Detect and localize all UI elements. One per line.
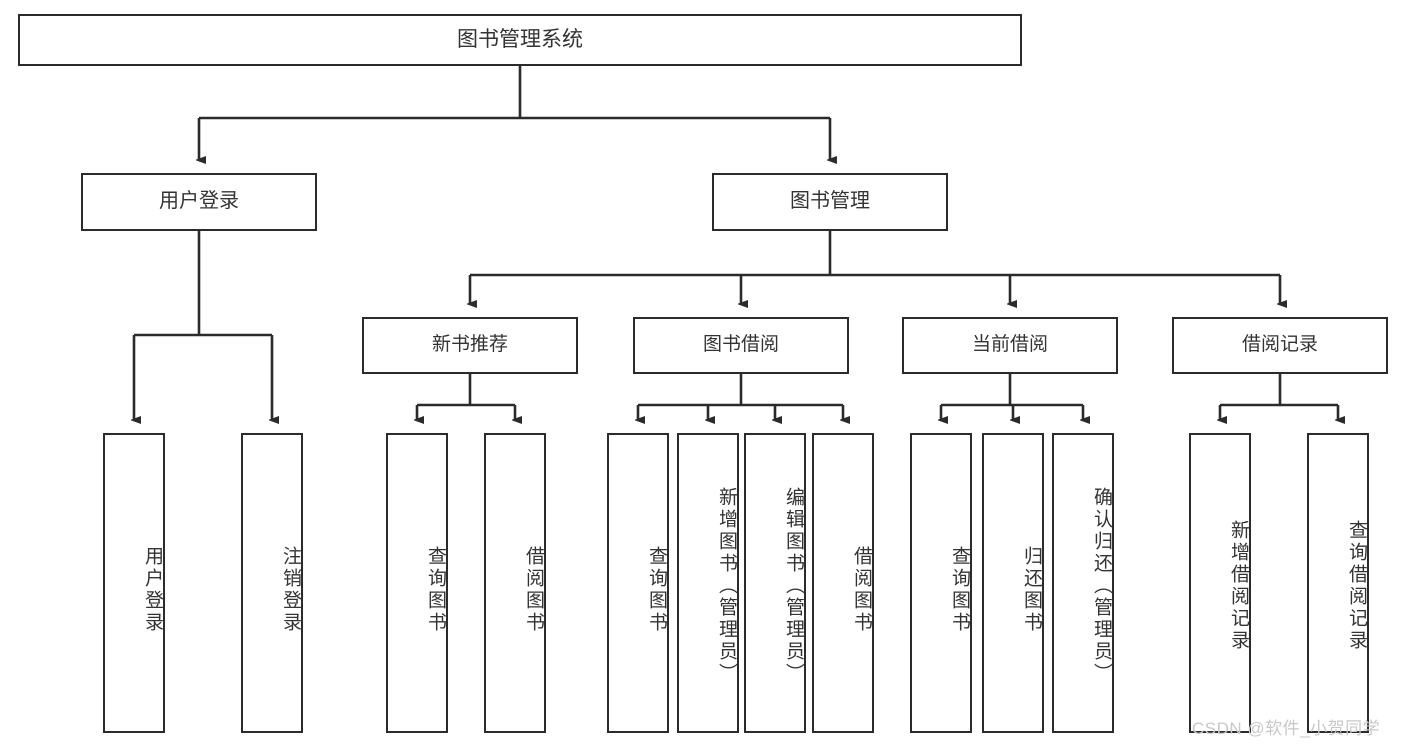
- node-leaf-user-login[interactable]: 用户登录: [103, 433, 165, 733]
- node-leaf-borrow-book-2[interactable]: 借阅图书: [812, 433, 874, 733]
- node-book-borrow[interactable]: 图书借阅: [633, 317, 849, 374]
- node-label: 归还图书: [1021, 546, 1042, 634]
- node-label: 确认归还（管理员）: [1091, 487, 1112, 685]
- node-leaf-add-borrow-record[interactable]: 新增借阅记录: [1189, 433, 1251, 733]
- node-label: 查询图书: [646, 546, 667, 634]
- node-leaf-logout-login[interactable]: 注销登录: [241, 433, 303, 733]
- node-leaf-query-borrow-record[interactable]: 查询借阅记录: [1307, 433, 1369, 733]
- node-leaf-borrow-book-1[interactable]: 借阅图书: [484, 433, 546, 733]
- node-label: 注销登录: [280, 546, 301, 634]
- node-borrow-record[interactable]: 借阅记录: [1172, 317, 1388, 374]
- node-label: 查询图书: [949, 546, 970, 634]
- node-leaf-confirm-return[interactable]: 确认归还（管理员）: [1052, 433, 1114, 733]
- node-leaf-add-book[interactable]: 新增图书（管理员）: [677, 433, 739, 733]
- node-label: 查询借阅记录: [1346, 520, 1367, 652]
- node-leaf-query-book-1[interactable]: 查询图书: [386, 433, 448, 733]
- node-new-book-recommend[interactable]: 新书推荐: [362, 317, 578, 374]
- node-label: 新增图书（管理员）: [716, 487, 737, 685]
- node-leaf-query-book-3[interactable]: 查询图书: [910, 433, 972, 733]
- node-book-manage[interactable]: 图书管理: [712, 173, 948, 231]
- node-label: 借阅记录: [1241, 334, 1318, 356]
- node-leaf-edit-book[interactable]: 编辑图书（管理员）: [744, 433, 806, 733]
- node-label: 图书管理系统: [457, 27, 583, 51]
- node-label: 新增借阅记录: [1228, 520, 1249, 652]
- node-leaf-query-book-2[interactable]: 查询图书: [607, 433, 669, 733]
- node-current-borrow[interactable]: 当前借阅: [902, 317, 1118, 374]
- node-label: 图书借阅: [702, 334, 779, 356]
- node-label: 用户登录: [159, 190, 239, 213]
- node-user-login[interactable]: 用户登录: [81, 173, 317, 231]
- node-label: 用户登录: [142, 546, 163, 634]
- node-label: 查询图书: [425, 546, 446, 634]
- node-label: 图书管理: [790, 190, 870, 213]
- node-label: 借阅图书: [523, 546, 544, 634]
- node-label: 编辑图书（管理员）: [783, 487, 804, 685]
- node-label: 新书推荐: [431, 334, 508, 356]
- node-root-system[interactable]: 图书管理系统: [18, 14, 1022, 66]
- node-label: 当前借阅: [971, 334, 1048, 356]
- node-leaf-return-book[interactable]: 归还图书: [982, 433, 1044, 733]
- node-label: 借阅图书: [851, 546, 872, 634]
